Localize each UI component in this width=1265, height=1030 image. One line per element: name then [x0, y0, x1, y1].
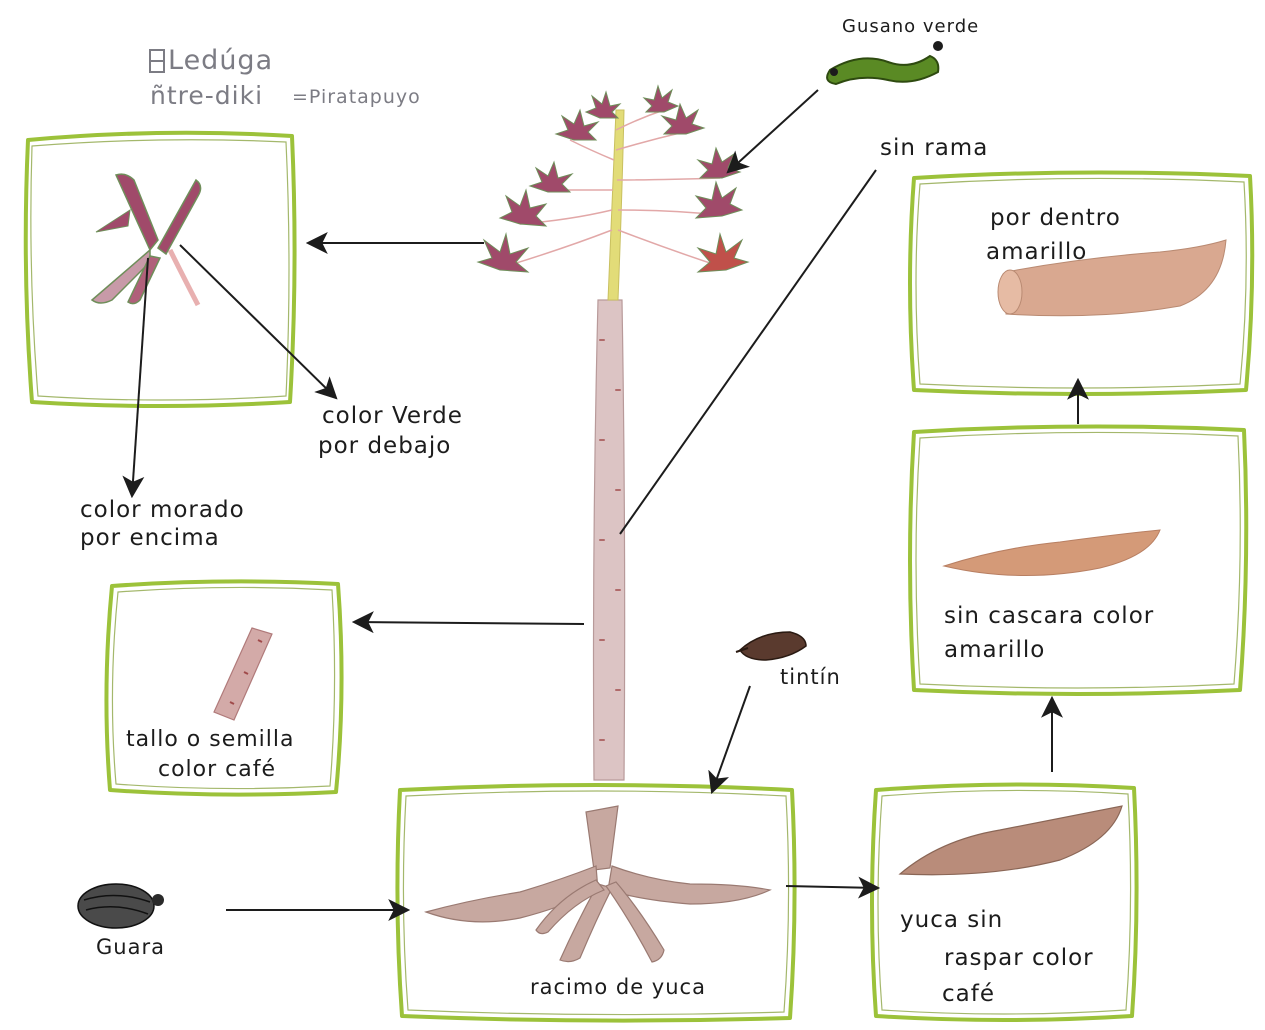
plant-upper-stem [608, 110, 624, 300]
sin-cascara-label-2: amarillo [944, 636, 1045, 665]
tintin-label: tintín [780, 664, 841, 690]
guara-label: Guara [96, 934, 165, 960]
green-worm-drawing [827, 41, 943, 84]
tintin-animal-drawing [736, 632, 806, 660]
sin-cascara-label-1: sin cascara color [944, 602, 1154, 631]
hoja-morado-label-2: por encima [80, 524, 220, 553]
arrow-trunk-to-stem-box [354, 622, 584, 624]
yuca-peeled-drawing [944, 530, 1160, 576]
yuca-sin-raspar-label-1: yuca sin [900, 906, 1003, 935]
yuca-unpeeled-drawing [900, 806, 1122, 875]
tallo-label-2: color café [158, 756, 276, 784]
racimo-drawing [426, 806, 770, 962]
racimo-label: racimo de yuca [530, 974, 706, 1000]
hoja-morado-label-1: color morado [80, 496, 245, 525]
title-line2: ñtre-diki [150, 80, 263, 111]
line-sin-rama-to-trunk [620, 170, 876, 534]
gusano-label: Gusano verde [842, 16, 979, 39]
arrow-tintin-to-racimo [712, 686, 750, 792]
leaf-frame [26, 133, 295, 406]
tallo-label-1: tallo o semilla [126, 726, 294, 754]
title-line2-suffix: =Piratapuyo [292, 86, 421, 110]
title-mark-icon [150, 50, 164, 72]
title-line1: Ledúga [168, 44, 273, 78]
por-dentro-label-1: por dentro [990, 204, 1121, 233]
hoja-verde-label-2: por debajo [318, 432, 451, 461]
sin-rama-label: sin rama [880, 134, 988, 163]
hoja-verde-label-1: color Verde [322, 402, 463, 431]
por-dentro-label-2: amarillo [986, 238, 1087, 267]
yuca-sin-raspar-label-3: café [942, 980, 995, 1009]
arrow-racimo-to-unpeeled [786, 886, 878, 888]
arrow-leaf-to-green-label [180, 245, 336, 398]
guara-animal-drawing [78, 884, 164, 928]
stem-piece-drawing [214, 628, 272, 720]
plant-trunk [594, 300, 625, 780]
arrow-worm-to-leaf [728, 90, 818, 172]
yuca-plant [478, 86, 748, 780]
yuca-sin-raspar-label-2: raspar color [944, 944, 1094, 973]
